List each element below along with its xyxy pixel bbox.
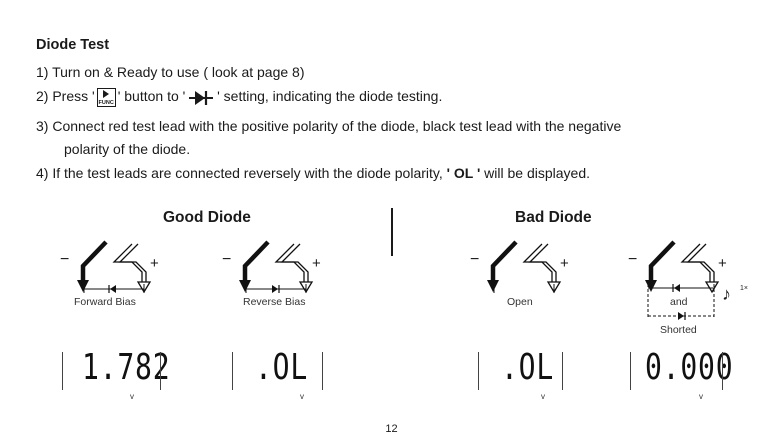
func-button-icon: FUNC [96,88,116,107]
lcd-frame-right [160,352,161,390]
lcd-frame-left [232,352,233,390]
step-3-line-2: polarity of the diode. [64,141,191,157]
lcd-frame-right [722,352,723,390]
bad-diode-heading: Bad Diode [515,209,592,226]
plus-sign: + [150,255,159,272]
shorted-caption: Shorted [660,324,697,336]
reverse-diode-marker-icon [245,284,307,293]
lcd-frame-left [478,352,479,390]
func-button-label: FUNC [98,100,114,106]
step-2-text-c: ' setting, indicating the diode testing. [217,88,443,105]
forward-bias-caption: Forward Bias [74,296,136,308]
minus-sign: − [222,251,232,268]
beep-note-icon: ♪ [722,284,731,304]
plus-sign: + [560,255,569,272]
step-2: 2) Press 'FUNC' button to ' ' setting, i… [36,88,442,107]
ol-indicator-text: ' OL ' [446,165,481,181]
step-1: 1) Turn on & Ready to use ( look at page… [36,64,305,80]
lcd-frame-left [62,352,63,390]
lcd-frame-left [630,352,631,390]
step-3-line-1: 3) Connect red test lead with the positi… [36,118,622,134]
good-diode-heading: Good Diode [163,209,251,226]
step-4-text-a: 4) If the test leads are connected rever… [36,165,447,181]
step-4: 4) If the test leads are connected rever… [36,165,590,181]
reverse-bias-caption: Reverse Bias [243,296,306,308]
and-caption: and [670,296,688,308]
volt-unit: v [699,392,703,401]
lcd-frame-right [562,352,563,390]
section-divider [391,208,393,256]
beep-mark: 1× [740,285,748,292]
forward-reading: 1.782 [82,347,171,388]
diode-symbol-icon [189,90,214,105]
forward-diode-marker-icon [83,284,145,293]
shorted-reading: 0.000 [645,347,734,388]
section-title: Diode Test [36,37,110,53]
test-leads-icon [239,240,314,294]
open-marker-icon [493,284,555,293]
volt-unit: v [541,392,545,401]
step-2-text-b: ' button to ' [117,88,186,105]
volt-unit: v [130,392,134,401]
page-number: 12 [385,423,398,435]
minus-sign: − [628,251,638,268]
test-leads-icon [645,240,720,294]
step-2-text-a: 2) Press ' [36,88,95,105]
step-4-text-b: will be displayed. [480,165,591,181]
shorted-diode-marker-icon [647,284,715,320]
plus-sign: + [312,255,321,272]
volt-unit: v [300,392,304,401]
open-reading: .OL [501,347,555,388]
lcd-frame-right [322,352,323,390]
open-caption: Open [507,296,533,308]
reverse-reading: .OL [255,347,309,388]
plus-sign: + [718,255,727,272]
minus-sign: − [470,251,480,268]
minus-sign: − [60,251,70,268]
